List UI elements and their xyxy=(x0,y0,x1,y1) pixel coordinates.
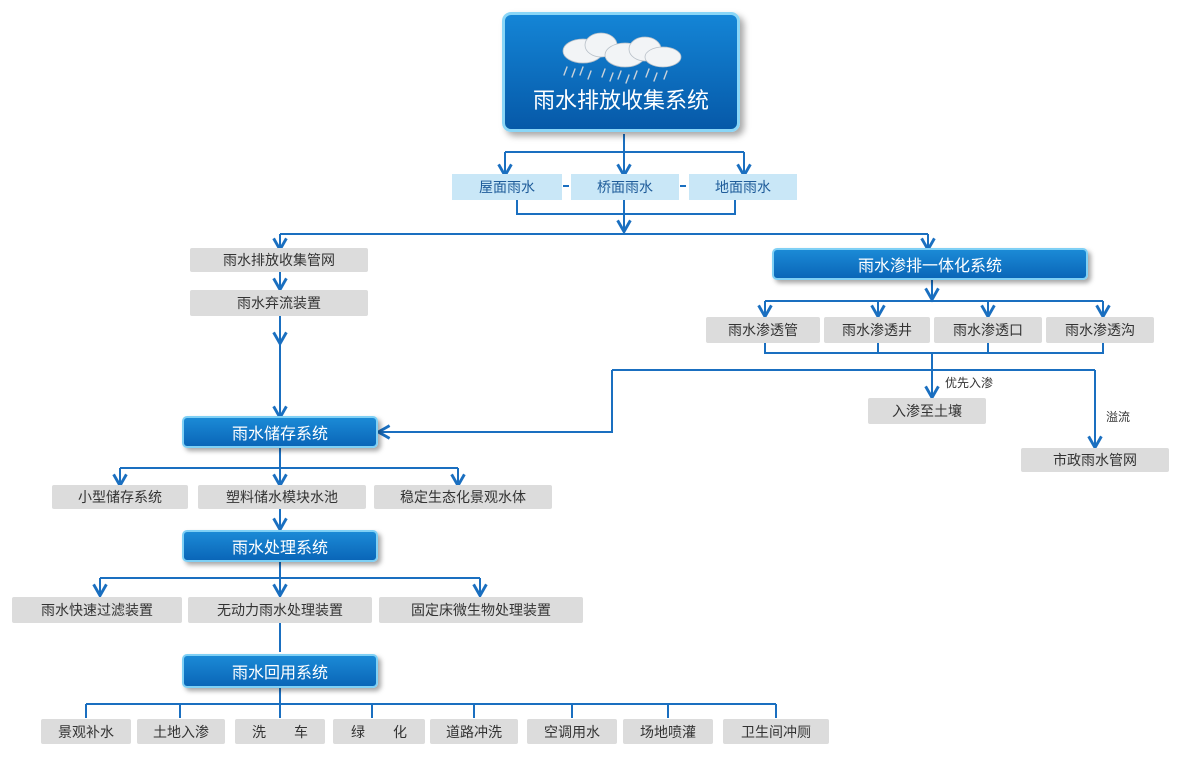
reuse-item: 空调用水 xyxy=(527,719,617,744)
source-roof-rain: 屋面雨水 xyxy=(452,174,562,200)
root-system-box: 雨水排放收集系统 xyxy=(502,12,740,132)
infiltration-item: 雨水渗透管 xyxy=(706,317,820,343)
infiltration-item: 雨水渗透沟 xyxy=(1046,317,1154,343)
reuse-item: 卫生间冲厕 xyxy=(723,719,829,744)
storage-item: 塑料储水模块水池 xyxy=(198,485,366,509)
collection-network: 雨水排放收集管网 xyxy=(190,248,368,272)
rain-cloud-icon xyxy=(562,32,682,84)
root-title: 雨水排放收集系统 xyxy=(532,89,709,114)
source-ground-rain: 地面雨水 xyxy=(689,174,797,200)
infiltration-item: 雨水渗透井 xyxy=(824,317,930,343)
source-bridge-rain: 桥面雨水 xyxy=(571,174,679,200)
soil-infiltration-box: 入渗至土壤 xyxy=(868,398,986,424)
storage-item: 小型储存系统 xyxy=(52,485,188,509)
infiltration-item: 雨水渗透口 xyxy=(934,317,1042,343)
reuse-item: 洗 车 xyxy=(235,719,325,744)
storage-item: 稳定生态化景观水体 xyxy=(374,485,552,509)
overflow-label: 溢流 xyxy=(1106,410,1131,424)
reuse-item: 场地喷灌 xyxy=(623,719,713,744)
treatment-item: 固定床微生物处理装置 xyxy=(379,597,583,623)
infiltration-system-box: 雨水渗排一体化系统 xyxy=(772,248,1088,280)
treatment-item: 无动力雨水处理装置 xyxy=(188,597,372,623)
treatment-system-box: 雨水处理系统 xyxy=(182,530,378,562)
reuse-item: 景观补水 xyxy=(41,719,131,744)
treatment-item: 雨水快速过滤装置 xyxy=(12,597,182,623)
diversion-device: 雨水弃流装置 xyxy=(190,290,368,316)
reuse-item: 绿 化 xyxy=(333,719,425,744)
municipal-network-box: 市政雨水管网 xyxy=(1021,448,1169,472)
reuse-system-box: 雨水回用系统 xyxy=(182,654,378,688)
reuse-item: 土地入渗 xyxy=(137,719,225,744)
priority-infiltration-label: 优先入渗 xyxy=(945,376,994,390)
reuse-item: 道路冲洗 xyxy=(430,719,518,744)
storage-system-box: 雨水储存系统 xyxy=(182,416,378,448)
